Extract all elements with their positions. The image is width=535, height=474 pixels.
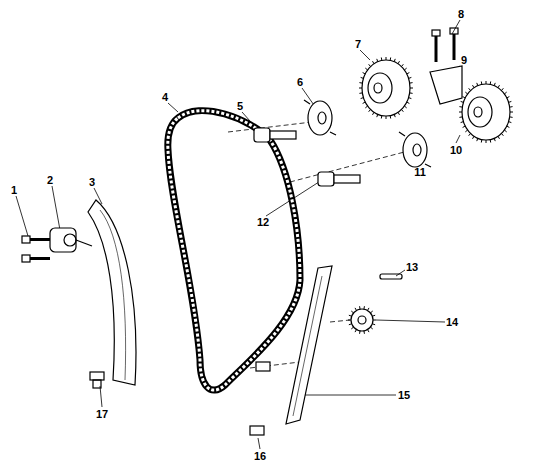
callout-number: 17 <box>96 409 108 420</box>
guide-bolt <box>256 362 270 371</box>
leader-lines <box>16 20 460 449</box>
camshaft-sprocket <box>362 60 410 116</box>
callout-number: 10 <box>450 145 462 156</box>
guide-bolt <box>90 372 104 388</box>
callout-number: 8 <box>458 9 464 20</box>
callout-number: 6 <box>297 77 303 88</box>
chain-links <box>168 111 300 390</box>
dowel-pin <box>380 274 402 279</box>
callout-number: 14 <box>446 317 458 328</box>
callout-number: 4 <box>162 92 168 103</box>
callout-number: 15 <box>398 390 410 401</box>
camshaft-bolt <box>318 172 360 186</box>
callout-number: 7 <box>355 39 361 50</box>
callout-number: 13 <box>406 262 418 273</box>
callout-number: 16 <box>254 451 266 462</box>
crank-sprocket <box>351 309 373 331</box>
reluctor-ring <box>304 100 336 135</box>
guide-bolt <box>250 426 264 435</box>
callout-number: 11 <box>414 167 426 178</box>
callout-number: 1 <box>11 185 17 196</box>
clip-bolts <box>432 28 458 62</box>
camshaft-bolt <box>254 128 296 142</box>
callout-number: 3 <box>89 177 95 188</box>
callout-number: 9 <box>461 55 467 66</box>
callout-number: 5 <box>237 101 243 112</box>
chain-guide-clip <box>430 66 462 104</box>
camshaft-sprocket <box>462 84 510 140</box>
chain-tensioner <box>50 228 76 252</box>
callout-number: 2 <box>47 175 53 186</box>
timing-chain <box>168 111 300 390</box>
reluctor-ring <box>399 132 431 167</box>
tensioner-bolts <box>22 236 50 262</box>
callout-number: 12 <box>257 217 269 228</box>
chain-guide <box>88 200 136 385</box>
chain-guide <box>286 266 332 424</box>
